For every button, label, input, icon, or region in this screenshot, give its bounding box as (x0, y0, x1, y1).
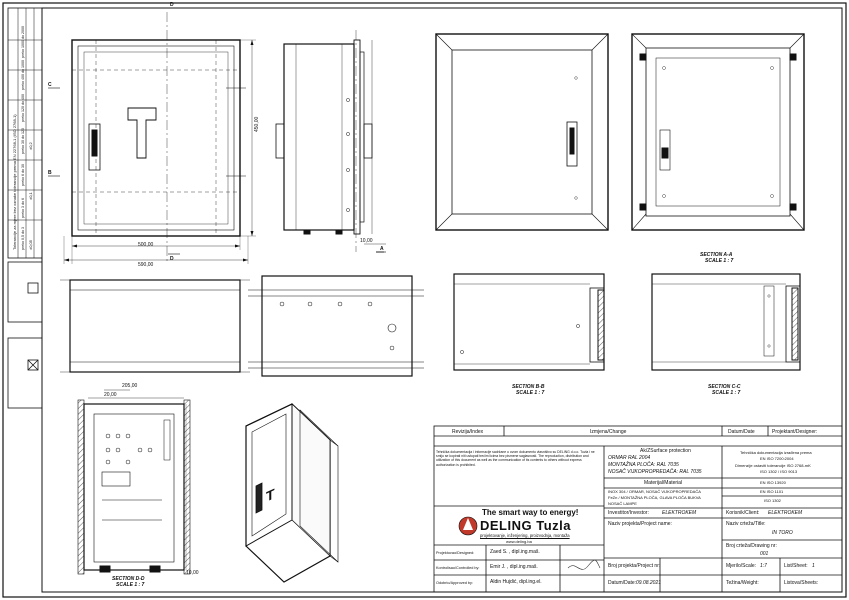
tolerance-medium: ±0,1 (28, 192, 33, 200)
dim-width-bottom: 590,00 (138, 262, 154, 268)
right-note-1: Tehnička dokumentacija izrađena prema (740, 450, 812, 455)
tolerance-row: preko 30 do 120 (21, 128, 25, 154)
approved-value: Aldin Hujdić, dipl.ing.el. (490, 579, 542, 585)
title-block-frame (433, 425, 843, 593)
top-view (60, 279, 250, 373)
tolerance-fine: ±0,05 (28, 240, 33, 250)
checked-value: Emir J. , dipl.ing.maš. (490, 564, 538, 570)
revision-header: Revizija/Index (452, 429, 484, 435)
sheet-value: 1 (812, 563, 815, 569)
section-cc-view (651, 273, 801, 371)
approved-label: Odobrio/Approved by: (436, 581, 473, 585)
change-header: Izmjena/Change (590, 429, 627, 435)
designed-label: Projektovao/Designed: (436, 551, 475, 555)
drawing-name-label: Naziv crteža/Title: (726, 521, 766, 527)
project-name-label: Naziv projekta/Project name: (608, 521, 672, 527)
tolerance-strip (7, 7, 43, 409)
right-note-2: EN ISO 7200:2004 (760, 456, 794, 461)
isometric-view (245, 403, 339, 583)
section-mark-d-bottom: D (170, 256, 174, 262)
front-open-view (435, 33, 609, 231)
date-header: Datum/Date (728, 429, 755, 435)
drawing-no-value: 001 (760, 551, 769, 557)
section-bb-caption: SECTION B-B (512, 384, 545, 390)
dim-rear-top: 205,00 (122, 383, 138, 389)
right-note-6: EN ISO 1101 (760, 489, 784, 494)
tolerance-row: preko 0,5 do 3 (21, 227, 25, 250)
section-cc-caption: SECTION C-C (708, 384, 741, 390)
dim-height-side: 450,00 (254, 116, 260, 132)
right-note-4: ISO 1302 / ISO 9013 (760, 469, 798, 474)
client-value: ELEKTROKEM (768, 510, 803, 516)
date-value: 09.08.2021 (636, 580, 662, 586)
section-markers (168, 7, 384, 255)
section-dd-view (77, 389, 191, 575)
material-line2: FeZn / MONTAŽNA PLOČA, GLAVA PLOČA BUKVA (608, 495, 701, 500)
right-note-3: Dimenzije ostaviti tolerancije ISO 2768-… (735, 463, 811, 468)
tolerance-row: preko 1000 do 2000 (21, 26, 25, 58)
tolerance-row: preko 3 do 6 (21, 198, 25, 218)
section-dd-caption: SECTION D-D (112, 576, 145, 582)
dim-rear-right: 10,00 (186, 570, 199, 576)
tolerance-row: preko 400 do 1000 (21, 60, 25, 90)
dim-rear-small: 20,00 (104, 392, 117, 398)
section-mark-c: C (48, 82, 52, 88)
sheets-label: Listova/Sheets: (784, 580, 819, 586)
surface-header: Ak/ZSurface protection (640, 448, 691, 454)
dim-width-top: 500,00 (138, 242, 154, 248)
tolerance-row: preko 6 do 30 (21, 164, 25, 186)
section-aa-view (631, 33, 805, 231)
company-slogan: The smart way to energy! (482, 508, 579, 517)
door-letter: T (266, 485, 275, 505)
investor-label: Investitor/Investor: (608, 510, 649, 516)
right-note-5: EN ISO 13920 (760, 480, 786, 485)
flange-front-view (248, 275, 424, 377)
tolerance-row: preko 120 do 400 (21, 94, 25, 122)
section-aa-caption: SECTION A-A (700, 252, 733, 258)
weight-label: Težina/Weight: (726, 580, 759, 586)
drawing-no-label: Broj crteža/Drawing nr: (726, 543, 777, 549)
section-mark-a: A (380, 246, 384, 252)
section-cc-scale: SCALE 1 : 7 (712, 390, 741, 396)
surface-line3: NOSAČ VIJKOPROPREDAČA: RAL 7035 (608, 469, 702, 475)
material-line3: NOSAČ LAMPE (608, 501, 637, 506)
section-mark-b: B (48, 170, 52, 176)
company-web: www.deling.ba (506, 539, 532, 544)
dim-depth-small: 10,00 (360, 238, 373, 244)
company-sub: projektovanje, inženjering, proizvodnja,… (480, 533, 570, 538)
section-bb-view (453, 273, 605, 371)
section-bb-scale: SCALE 1 : 7 (516, 390, 545, 396)
material-header: Materijal/Material (644, 480, 683, 486)
tolerance-coarse: ±0,2 (28, 142, 33, 150)
section-aa-scale: SCALE 1 : 7 (705, 258, 734, 264)
investor-value: ELEKTROKEM (662, 510, 697, 516)
project-no-label: Broj projekta/Project nr: (608, 563, 661, 569)
surface-line1: ORMAR RAL 2004 (608, 455, 651, 461)
copyright-note: Tehnička dokumentacija i informacije sad… (436, 450, 595, 467)
sheet-label: List/Sheet: (784, 563, 808, 569)
client-label: Korisnik/Client: (726, 510, 760, 516)
checked-label: Kontrolisao/Controlled by: (436, 566, 480, 570)
side-view (275, 30, 386, 253)
section-mark-d-top: D (170, 2, 174, 8)
front-view (48, 12, 256, 264)
scale-value: 1:7 (760, 563, 767, 569)
tolerance-header: Tolerancije za mjere bez oznake toleranc… (12, 114, 17, 250)
company-name: DELING Tuzla (480, 518, 571, 533)
date-label: Datum/Date: (608, 580, 637, 586)
surface-line2: MONTAŽNA PLOČA: RAL 7035 (608, 462, 679, 468)
scale-label: Mjerilo/Scale: (726, 563, 757, 569)
designed-value: Zaed S. , dipl.ing.maš. (490, 549, 540, 555)
material-line1: INOX 304 / ORMAR, NOSAČ VIJKOPROPREDAČA (608, 489, 701, 494)
section-dd-scale: SCALE 1 : 7 (116, 582, 145, 588)
right-note-7: ISO 1302 (764, 498, 781, 503)
signature-mark (567, 559, 601, 570)
drawing-name-value: IN TORO (772, 530, 793, 536)
deling-logo-icon (458, 516, 478, 536)
designer-header: Projektant/Designer: (772, 429, 818, 435)
